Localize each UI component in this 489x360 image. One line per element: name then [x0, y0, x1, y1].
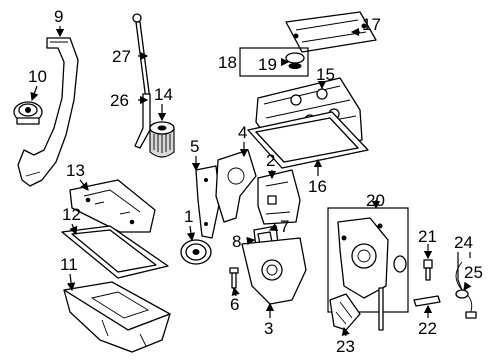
callout-9: 9 — [54, 7, 63, 26]
baffle-plate-part — [69, 179, 156, 233]
callout-10: 10 — [28, 67, 47, 86]
oil-filler-cap-kit — [239, 47, 309, 77]
callout-20: 20 — [366, 191, 385, 210]
callout-3: 3 — [264, 319, 273, 338]
callout-27: 27 — [112, 47, 131, 66]
callout-21: 21 — [418, 227, 437, 246]
callout-1: 1 — [184, 207, 193, 226]
sensor-bolt-part — [423, 259, 433, 281]
oil-screen-part — [329, 293, 361, 331]
callout-labels: 9 10 27 26 14 13 12 11 17 18 19 15 5 4 2… — [28, 7, 483, 356]
leader-lines — [30, 26, 472, 337]
timing-belt-part — [17, 37, 79, 187]
callout-26: 26 — [110, 91, 129, 110]
callout-22: 22 — [418, 319, 437, 338]
lower-timing-cover-part — [241, 237, 307, 305]
valve-cover-gasket-part — [247, 111, 369, 169]
callout-23: 23 — [336, 337, 355, 356]
back-timing-cover-part — [215, 149, 257, 223]
callout-16: 16 — [308, 177, 327, 196]
callout-14: 14 — [154, 85, 173, 104]
callout-17: 17 — [362, 15, 381, 34]
callout-8: 8 — [232, 232, 241, 251]
gasket-strip-part — [413, 295, 441, 307]
oil-filter-part — [149, 121, 175, 158]
callout-7: 7 — [280, 217, 289, 236]
callout-13: 13 — [66, 161, 85, 180]
callout-11: 11 — [60, 255, 78, 274]
oil-pan-gasket-part — [61, 225, 169, 279]
callout-15: 15 — [316, 65, 335, 84]
callout-5: 5 — [190, 137, 199, 156]
bolt-part — [229, 267, 239, 289]
callout-25: 25 — [464, 263, 483, 282]
head-cover-part — [285, 11, 377, 53]
callout-18: 18 — [218, 53, 237, 72]
middle-timing-cover-part — [195, 165, 221, 239]
callout-6: 6 — [230, 295, 239, 314]
callout-2: 2 — [266, 151, 275, 170]
crank-pulley-part — [180, 239, 212, 265]
dipstick-tube-part — [134, 93, 151, 149]
upper-timing-cover-part — [257, 169, 301, 225]
tensioner-pulley-part — [13, 101, 43, 125]
callout-12: 12 — [62, 205, 81, 224]
callout-4: 4 — [238, 123, 247, 142]
oil-pump-part — [327, 207, 409, 331]
callout-19: 19 — [258, 55, 277, 74]
callout-24: 24 — [454, 233, 473, 252]
oil-pan-part — [63, 281, 171, 353]
